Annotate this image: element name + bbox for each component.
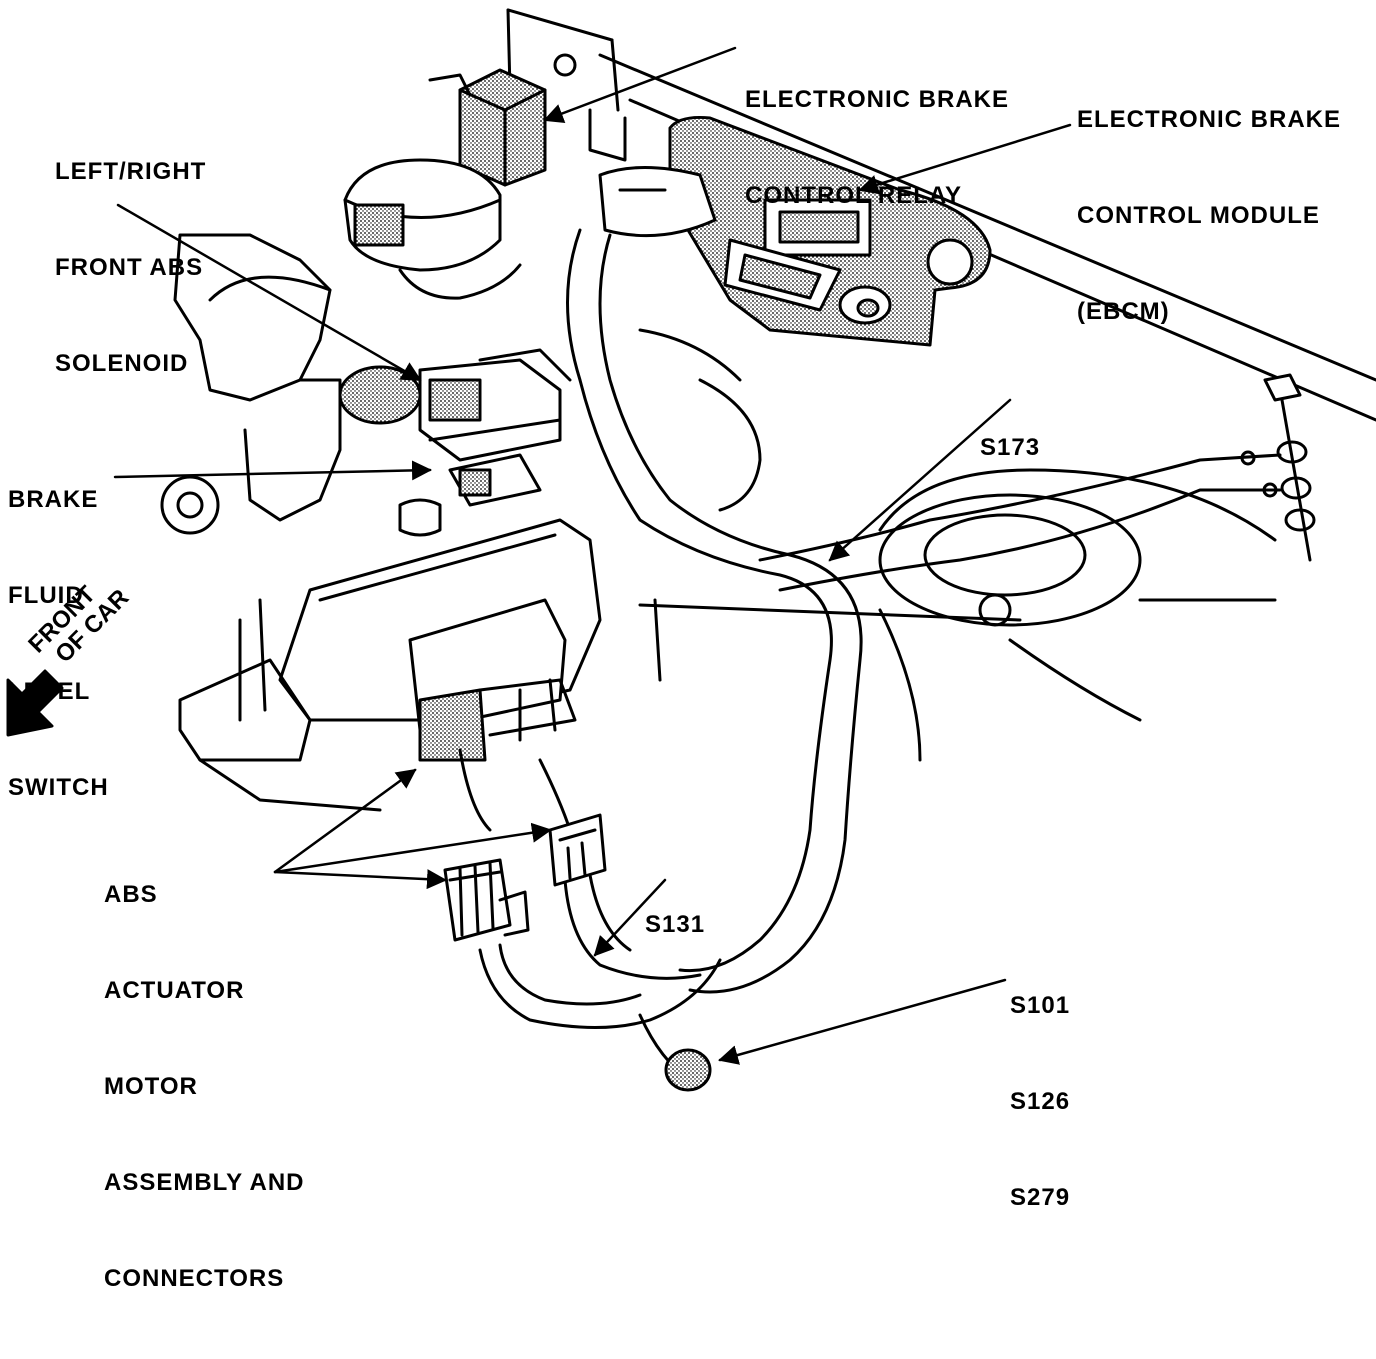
label-fluid-switch: BRAKE FLUID LEVEL SWITCH: [8, 486, 109, 801]
ebcm-module: [668, 116, 992, 347]
master-cylinder: [160, 233, 342, 535]
relay-connector: [598, 166, 717, 238]
lower-harness: [458, 748, 722, 1092]
label-s131: S131: [645, 911, 706, 938]
front-of-car-arrow: [6, 669, 64, 737]
label-splices: S101 S126 S279: [1010, 992, 1071, 1211]
reservoir-cap: [343, 158, 522, 300]
label-relay: ELECTRONIC BRAKE CONTROL RELAY: [745, 86, 1010, 209]
label-ebcm: ELECTRONIC BRAKE CONTROL MODULE (EBCM): [1077, 106, 1342, 325]
abs-connector-right: [548, 813, 607, 887]
wire-harness: [566, 228, 1282, 994]
solenoid-body: [338, 348, 572, 537]
diagram-drawing: [6, 8, 1376, 1092]
label-solenoid: LEFT/RIGHT FRONT ABS SOLENOID: [55, 158, 207, 377]
grommet-s173: [878, 468, 1277, 722]
label-actuator: ABS ACTUATOR MOTOR ASSEMBLY AND CONNECTO…: [104, 881, 305, 1292]
label-s173: S173: [980, 434, 1041, 461]
relay-body: [428, 53, 627, 187]
abs-connector-left: [443, 858, 530, 942]
ground-bolt: [1240, 373, 1316, 562]
abs-component-diagram: ELECTRONIC BRAKE CONTROL RELAY ELECTRONI…: [6, 8, 1376, 1292]
leader-lines: [113, 46, 1072, 1065]
actuator-block: [178, 518, 602, 812]
